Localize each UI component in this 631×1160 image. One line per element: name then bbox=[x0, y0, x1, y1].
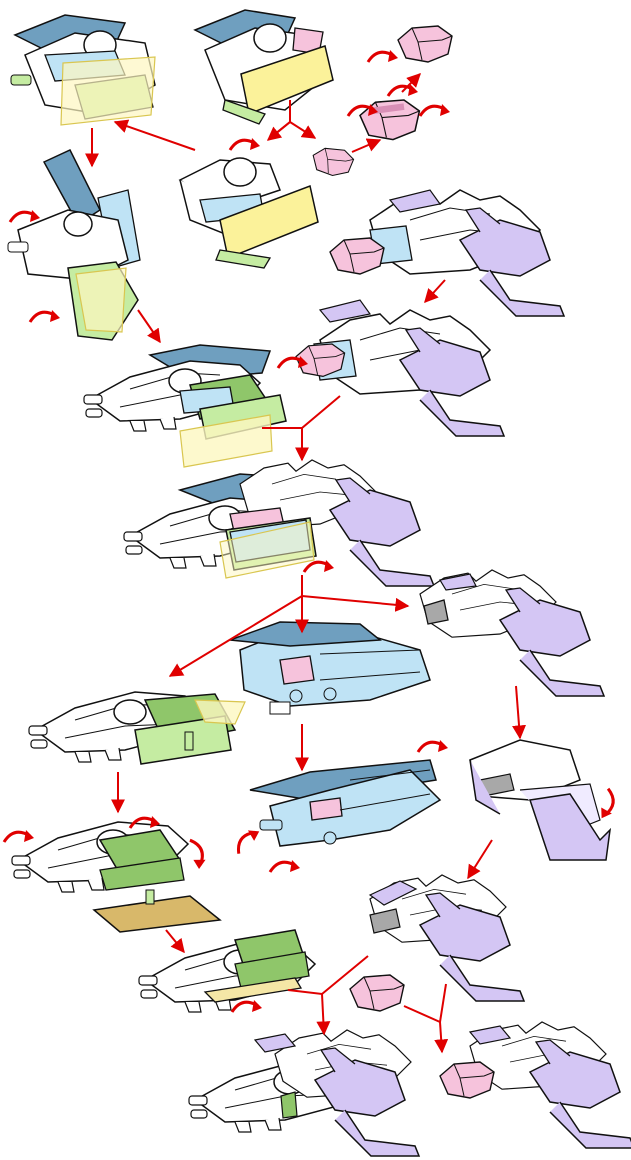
rotation-arrow-icon bbox=[416, 738, 450, 754]
pink-pod-d bbox=[349, 974, 405, 1012]
pink-pod-a bbox=[309, 144, 356, 180]
lav-frame bbox=[419, 569, 605, 697]
ship-lav-2 bbox=[295, 299, 505, 437]
robot-blue-2 bbox=[249, 759, 442, 847]
flow-arrows bbox=[85, 73, 527, 1054]
ship-lav-1 bbox=[329, 189, 565, 317]
rotation-arrow-icon bbox=[229, 823, 264, 856]
robot-blue bbox=[229, 621, 431, 715]
rotation-arrow-icon bbox=[8, 208, 42, 224]
rotation-arrow-icon bbox=[188, 836, 209, 872]
rotation-arrow-icon bbox=[230, 998, 264, 1014]
jet-green-cradle bbox=[28, 691, 246, 765]
lav-ship-final bbox=[368, 874, 525, 1002]
pink-pod-b bbox=[359, 99, 421, 141]
rotation-arrow-icon bbox=[596, 787, 621, 823]
jet-khaki bbox=[11, 821, 222, 933]
rotation-arrow-icon bbox=[268, 858, 302, 874]
ship-combined bbox=[123, 459, 435, 587]
ship-a2 bbox=[193, 9, 334, 125]
pink-pod-c bbox=[397, 25, 453, 63]
rotation-arrow-icon bbox=[366, 48, 400, 64]
ship-a1 bbox=[10, 14, 156, 126]
rotation-arrow-icon bbox=[2, 828, 36, 844]
jet-khaki-2 bbox=[138, 929, 316, 1013]
rotation-arrow-icon bbox=[28, 308, 62, 324]
ship-b2 bbox=[83, 344, 287, 468]
lav-frame-2 bbox=[469, 739, 612, 861]
final-lav-pink bbox=[439, 1021, 631, 1149]
rotation-arrow-icon bbox=[228, 136, 262, 152]
ship-a3 bbox=[178, 157, 319, 269]
rotation-arrow-icon bbox=[302, 558, 336, 574]
ship-b1 bbox=[7, 149, 141, 341]
rotation-arrow-icon bbox=[418, 102, 452, 118]
final-lav-white bbox=[188, 1029, 420, 1157]
